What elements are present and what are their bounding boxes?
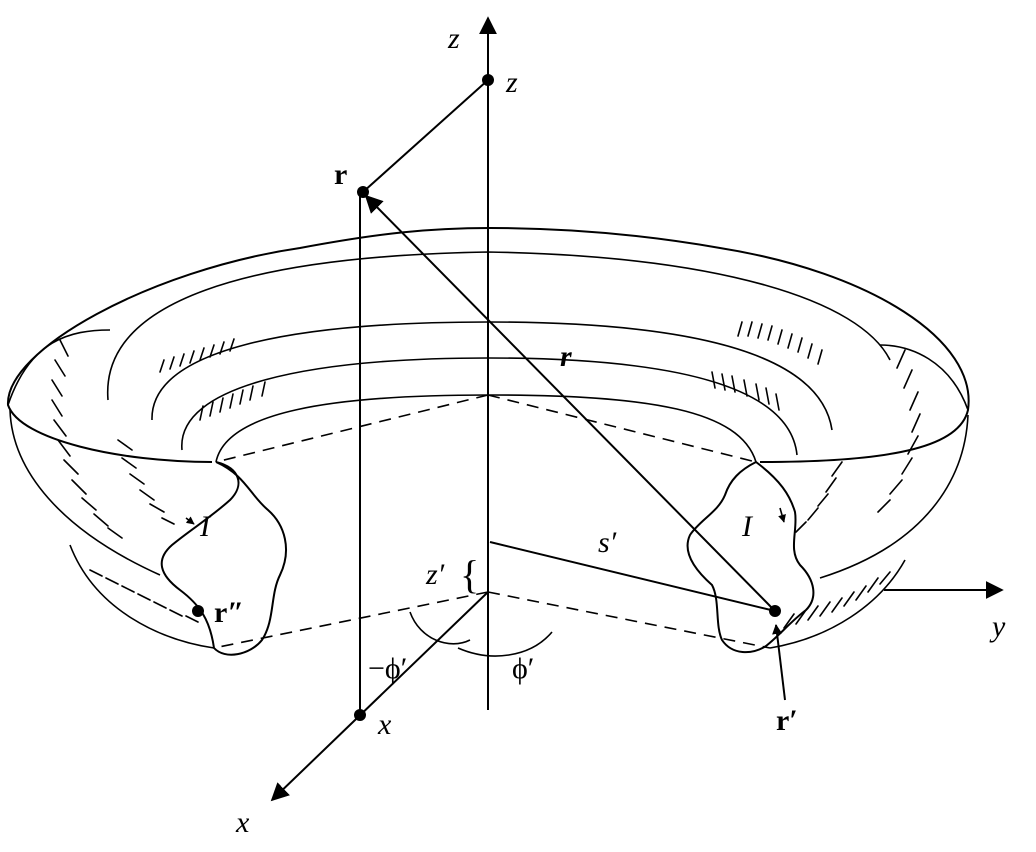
torus-inner-rim-2 — [151, 321, 833, 431]
label-z-axis: z — [447, 22, 460, 55]
torus — [6, 226, 970, 656]
z-prime-brace: { — [460, 552, 479, 597]
label-x-point: x — [377, 708, 392, 741]
x-axis — [270, 591, 489, 802]
current-arrow-left — [185, 516, 195, 525]
torus-right-upper-contour — [879, 344, 969, 411]
label-z-point: z — [505, 66, 518, 99]
label-r-prime: r′ — [776, 704, 798, 737]
dashed-top-left — [215, 394, 489, 463]
torus-outer-band-right — [819, 414, 969, 579]
label-r: r — [334, 158, 347, 191]
cross-section-left — [160, 461, 287, 656]
label-script-r: r — [560, 340, 572, 373]
r-prime-pointer — [772, 624, 786, 701]
torus-left-upper-contour — [7, 329, 111, 406]
point-r-prime — [769, 605, 781, 617]
label-current-left: I — [199, 510, 212, 543]
dashed-bottom-left — [213, 591, 489, 649]
label-r-double-prime: r″ — [214, 596, 244, 629]
label-x-axis: x — [235, 806, 250, 839]
labels: z z r r I I s′ z′ { r″ −ϕ′ ϕ′ x r′ y x — [199, 22, 1006, 839]
torus-inner-rim-3 — [181, 357, 798, 456]
label-z-prime: z′ — [425, 558, 445, 591]
dashed-top-right — [487, 394, 757, 463]
point-r — [357, 186, 369, 198]
point-x — [354, 709, 366, 721]
s-prime-line — [489, 541, 776, 612]
points — [192, 74, 781, 721]
label-y-axis: y — [989, 610, 1006, 643]
torus-lower-band-right — [769, 559, 906, 649]
point-r-double-prime — [192, 605, 204, 617]
construction-lines — [185, 79, 786, 715]
current-arrow-right — [778, 507, 786, 523]
torus-lower-band-left — [69, 544, 215, 649]
neg-phi-prime-arc — [409, 611, 471, 645]
label-s-prime: s′ — [598, 526, 617, 559]
torus-outer-band-left — [9, 409, 161, 576]
cross-section-right — [686, 460, 815, 654]
phi-prime-arc — [457, 631, 553, 657]
label-phi-prime: ϕ′ — [512, 652, 534, 685]
axes — [270, 16, 1004, 802]
torus-shading — [51, 321, 921, 629]
r-to-z-line — [362, 79, 489, 193]
torus-inner-hole — [215, 394, 757, 463]
dashed-bottom-right — [487, 591, 771, 649]
separation-vector — [364, 194, 776, 612]
label-current-right: I — [741, 510, 754, 543]
label-neg-phi-prime: −ϕ′ — [368, 652, 407, 685]
point-z — [482, 74, 494, 86]
